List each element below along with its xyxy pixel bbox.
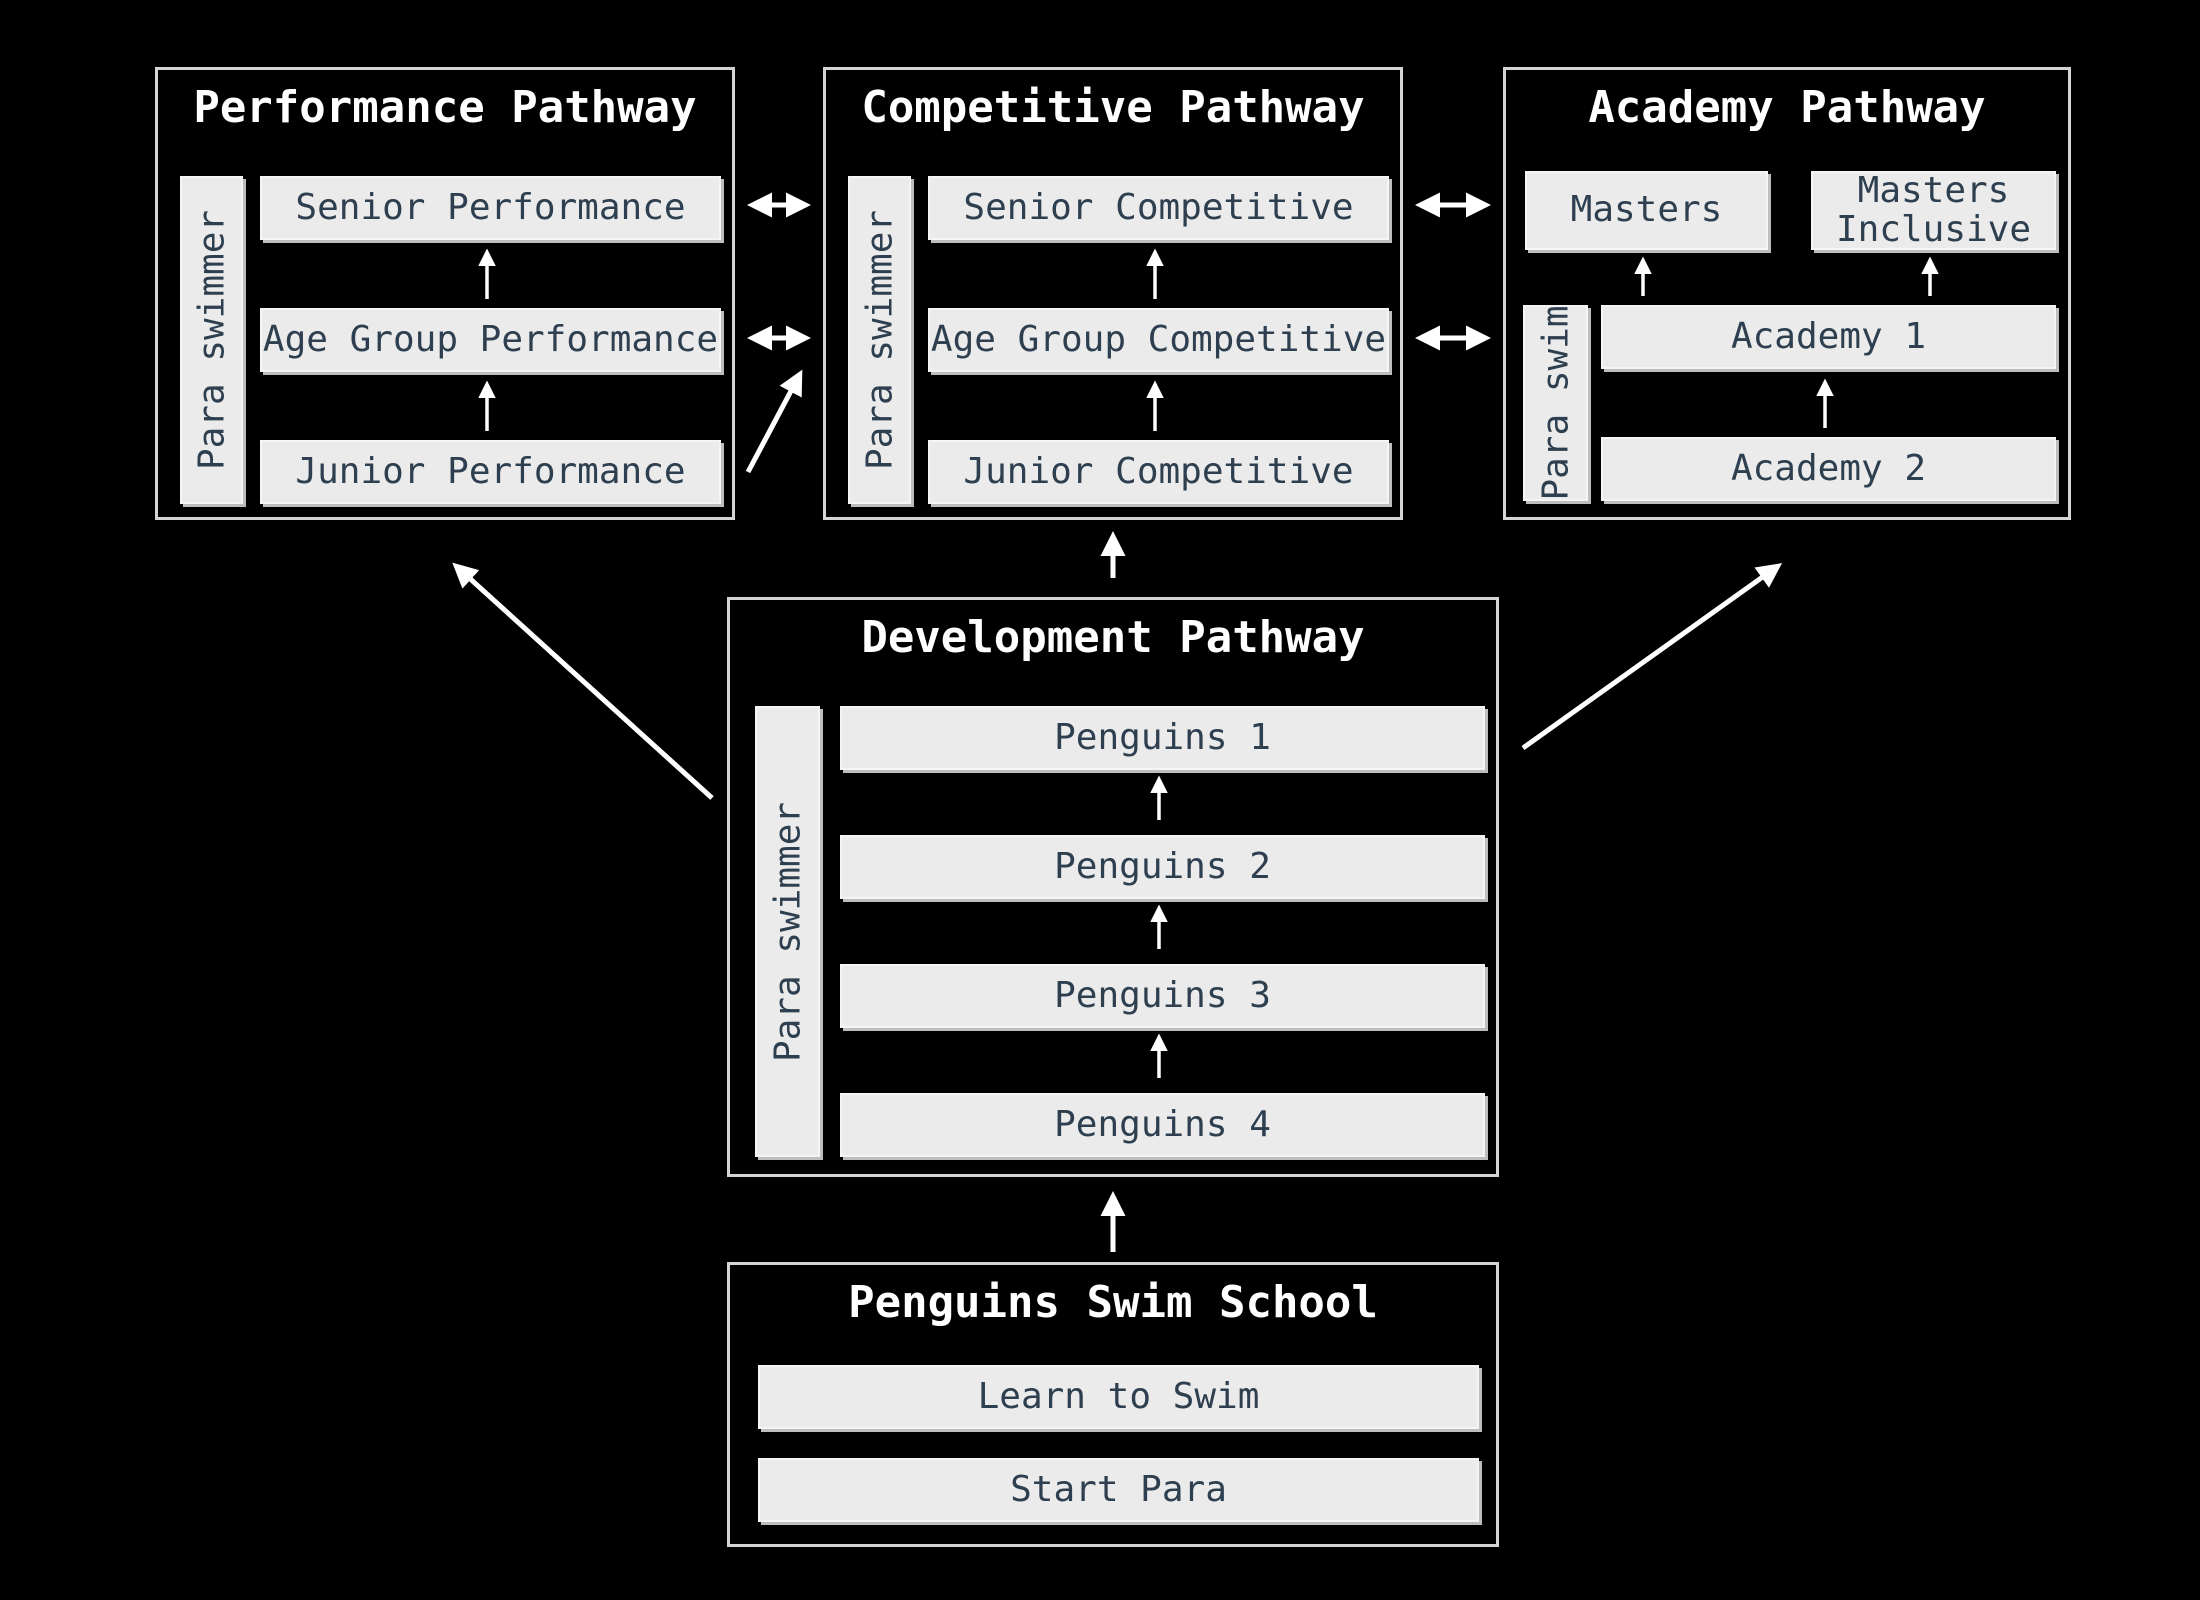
penguins-swim-school-title: Penguins Swim School bbox=[848, 1277, 1378, 1328]
start-para-box: Start Para bbox=[758, 1458, 1479, 1522]
arrow-development-to-performance bbox=[452, 562, 714, 800]
penguins-4-box: Penguins 4 bbox=[840, 1093, 1485, 1157]
performance-para-swimmer-box: Para swimmer bbox=[180, 176, 243, 504]
age-group-performance-box: Age Group Performance bbox=[260, 308, 721, 372]
academy-para-swim-label: Para swim bbox=[1535, 305, 1576, 501]
penguins-2-box: Penguins 2 bbox=[840, 835, 1485, 899]
development-pathway-title: Development Pathway bbox=[861, 612, 1365, 663]
competitive-para-swimmer-label: Para swimmer bbox=[859, 209, 900, 471]
academy-1-box: Academy 1 bbox=[1601, 305, 2056, 369]
junior-performance-box: Junior Performance bbox=[260, 440, 721, 504]
senior-performance-box: Senior Performance bbox=[260, 176, 721, 240]
performance-para-swimmer-label: Para swimmer bbox=[191, 209, 232, 471]
development-pathway-box: Development Pathway Para swimmer Penguin… bbox=[727, 597, 1499, 1177]
senior-competitive-box: Senior Competitive bbox=[928, 176, 1389, 240]
development-para-swimmer-label: Para swimmer bbox=[767, 801, 808, 1062]
masters-inclusive-box: Masters Inclusive bbox=[1811, 171, 2056, 250]
competitive-pathway-box: Competitive Pathway Para swimmer Senior … bbox=[823, 67, 1403, 520]
academy-pathway-box: Academy Pathway Masters Masters Inclusiv… bbox=[1503, 67, 2071, 520]
age-group-competitive-box: Age Group Competitive bbox=[928, 308, 1389, 372]
learn-to-swim-box: Learn to Swim bbox=[758, 1365, 1479, 1429]
academy-pathway-title: Academy Pathway bbox=[1588, 82, 1986, 133]
penguins-swim-school-box: Penguins Swim School Learn to Swim Start… bbox=[727, 1262, 1499, 1547]
performance-pathway-box: Performance Pathway Para swimmer Senior … bbox=[155, 67, 735, 520]
arrow-development-to-academy bbox=[1521, 563, 1783, 751]
academy-2-box: Academy 2 bbox=[1601, 437, 2056, 501]
competitive-pathway-title: Competitive Pathway bbox=[861, 82, 1365, 133]
competitive-para-swimmer-box: Para swimmer bbox=[848, 176, 911, 504]
junior-competitive-box: Junior Competitive bbox=[928, 440, 1389, 504]
arrow-junior-performance-to-agegroup-competitive bbox=[745, 369, 803, 474]
performance-pathway-title: Performance Pathway bbox=[193, 82, 697, 133]
academy-para-swim-box: Para swim bbox=[1523, 305, 1588, 501]
masters-box: Masters bbox=[1525, 171, 1768, 250]
penguins-3-box: Penguins 3 bbox=[840, 964, 1485, 1028]
development-para-swimmer-box: Para swimmer bbox=[755, 706, 820, 1157]
penguins-1-box: Penguins 1 bbox=[840, 706, 1485, 770]
